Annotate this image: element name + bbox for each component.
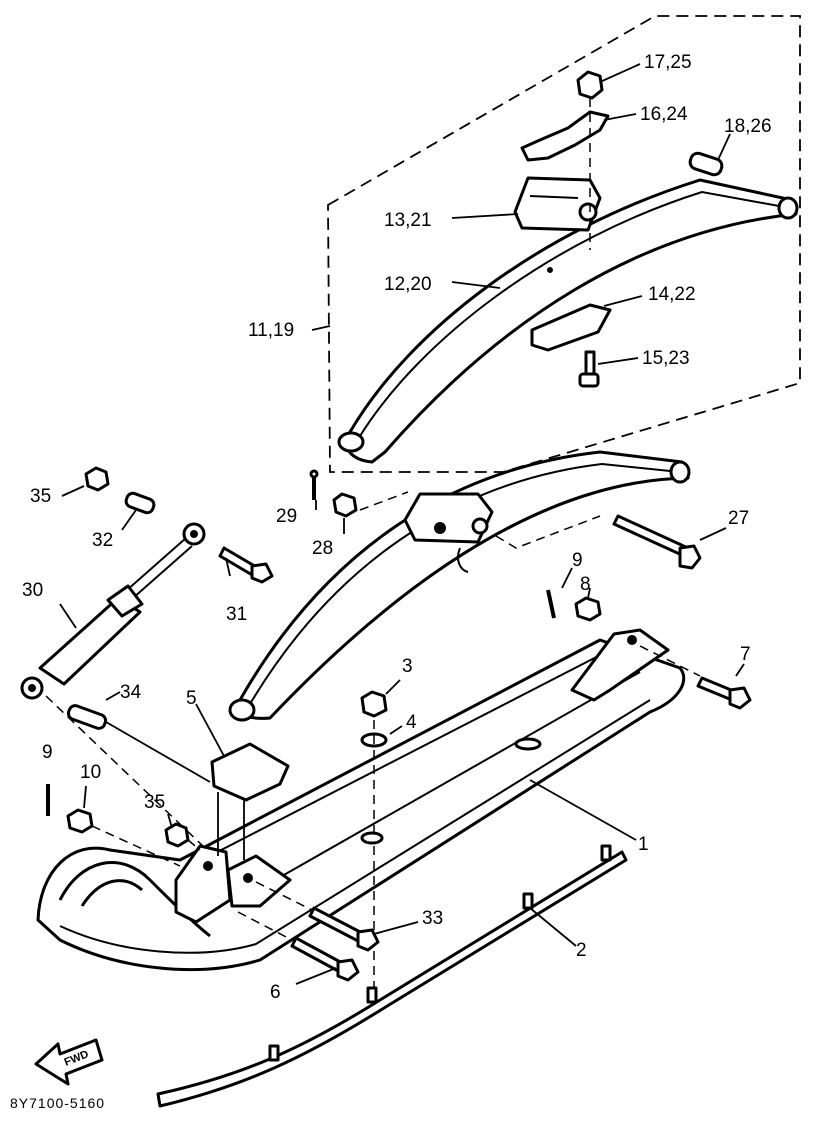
- callout-11-19: 11,19: [248, 320, 294, 341]
- callout-12-20: 12,20: [384, 274, 432, 295]
- callout-labels: 17,25 16,24 18,26 13,21 12,20 14,22 11,1…: [22, 52, 772, 1003]
- nut-35-top: [84, 466, 110, 492]
- bolt-33: [255, 881, 380, 952]
- bushing-32: [124, 491, 156, 515]
- callout-5: 5: [186, 688, 197, 709]
- bolt-6: [237, 911, 360, 982]
- callout-6: 6: [270, 982, 281, 1003]
- callout-34: 34: [120, 682, 142, 703]
- axis-rear: [639, 645, 701, 677]
- callout-27: 27: [728, 508, 749, 529]
- callout-10: 10: [80, 762, 101, 783]
- callout-33: 33: [422, 908, 443, 929]
- nut-8: [574, 596, 602, 622]
- callout-29: 29: [276, 506, 297, 527]
- axis-shock-ski: [45, 695, 206, 849]
- callout-3: 3: [402, 656, 413, 677]
- nut-28: [332, 492, 358, 518]
- cotter-pin-9-right: [546, 589, 556, 619]
- callout-17-25: 17,25: [644, 52, 692, 73]
- cotter-pin-29: [309, 469, 319, 500]
- bottom-plate: [530, 303, 612, 352]
- spring-mount-block: [403, 492, 494, 573]
- axis-bushing34: [105, 721, 211, 783]
- callout-18-26: 18,26: [724, 116, 772, 137]
- bolt-31: [218, 546, 274, 584]
- callout-4: 4: [406, 712, 417, 733]
- spring-seat-upper: [513, 176, 602, 232]
- nut-3: [360, 690, 388, 718]
- callout-8: 8: [580, 574, 591, 595]
- wear-bar: [156, 844, 628, 1108]
- callout-2: 2: [576, 940, 587, 961]
- bolt-lower: [578, 350, 600, 388]
- callout-32: 32: [92, 530, 113, 551]
- subassembly-boundary: [327, 15, 801, 473]
- bushing-upper: [688, 151, 724, 177]
- fwd-arrow-icon: FWD: [34, 1038, 104, 1086]
- axis-front: [91, 825, 201, 867]
- axis-mount-left: [359, 491, 409, 511]
- axis-bracket5: [217, 792, 245, 860]
- bracket-5: [210, 742, 290, 802]
- callout-15-23: 15,23: [642, 348, 690, 369]
- callout-31: 31: [226, 604, 247, 625]
- callout-14-22: 14,22: [648, 284, 696, 305]
- leader-lines: [59, 63, 745, 985]
- callout-35-lower: 35: [144, 792, 165, 813]
- shock-absorber: [20, 522, 206, 700]
- bushing-34: [66, 704, 108, 730]
- nut-35-lower: [164, 822, 190, 848]
- callout-9-right: 9: [572, 550, 583, 571]
- callout-30: 30: [22, 580, 43, 601]
- diagram-code: 8Y7100-5160: [10, 1095, 105, 1111]
- callout-1: 1: [638, 834, 649, 855]
- nut-top: [576, 70, 604, 100]
- bolt-7: [696, 676, 752, 710]
- clamp-plate: [520, 110, 610, 162]
- callout-16-24: 16,24: [640, 104, 688, 125]
- callout-9-left: 9: [42, 742, 53, 763]
- bolt-27: [612, 514, 702, 570]
- callout-28: 28: [312, 538, 333, 559]
- nut-10: [66, 808, 94, 834]
- callout-13-21: 13,21: [384, 210, 432, 231]
- ski-front-bracket: [174, 844, 292, 924]
- callout-35-top: 35: [30, 486, 51, 507]
- callout-7: 7: [740, 644, 751, 665]
- leaf-spring-upper: [337, 178, 799, 464]
- axis-mount-right: [495, 515, 601, 549]
